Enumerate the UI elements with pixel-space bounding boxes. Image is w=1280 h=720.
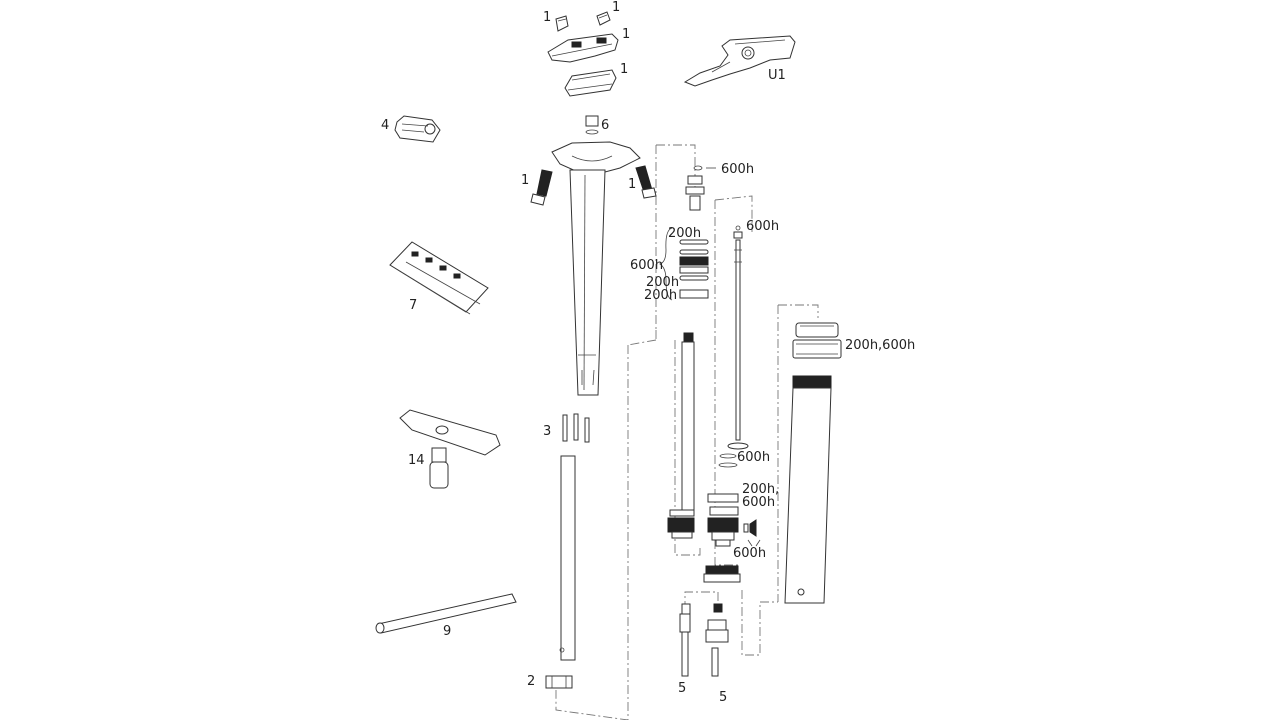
valve-parts (743, 519, 761, 547)
bottom-nut (545, 675, 573, 689)
label-head-nut: 6 (601, 118, 609, 133)
remote-lever (683, 35, 796, 87)
label-tool-kit: 7 (409, 298, 417, 313)
label-bushing: 200h, 600h (742, 482, 783, 510)
clamp-cap-right (596, 11, 611, 26)
bolt-left (530, 169, 553, 206)
cartridge-rod (727, 225, 749, 450)
piston-parts (718, 453, 738, 468)
dowel-rod (375, 593, 517, 634)
bolt-right (635, 165, 657, 199)
label-bushing-line-1: 200h, (742, 482, 779, 497)
clamp-lower (564, 69, 617, 97)
label-cartridge-top: 600h (746, 219, 779, 234)
label-valve: 600h (733, 546, 766, 561)
label-clamp-lower: 1 (620, 62, 628, 77)
label-cable-left: 5 (678, 681, 686, 696)
inner-cartridge-tube (667, 332, 695, 539)
label-seal-group: 600h (630, 258, 663, 273)
label-bolt-right: 1 (628, 177, 636, 192)
outer-tube (784, 375, 832, 604)
top-seal-parts (685, 165, 716, 211)
label-dowel-rod: 9 (443, 624, 451, 639)
clamp-upper (547, 33, 619, 63)
bottom-assembly (679, 565, 741, 677)
upper-post-tube (569, 169, 606, 396)
label-seal-2: 200h (646, 275, 679, 290)
label-bushing-line-2: 600h (742, 495, 775, 510)
assembly-guide-lines (555, 144, 819, 720)
label-collar-clamp: 4 (381, 118, 389, 133)
label-top-seal: 600h (721, 162, 754, 177)
bushing-parts (707, 493, 739, 547)
label-keys: 3 (543, 424, 551, 439)
label-seal-3: 200h (644, 288, 677, 303)
top-cap (792, 322, 842, 359)
head-nut (585, 115, 599, 135)
label-t-handle-tool: 14 (408, 453, 425, 468)
clamp-cap-left (555, 15, 569, 32)
label-top-cap: 200h,600h (845, 338, 915, 353)
t-handle-tool (399, 409, 501, 489)
tool-kit (389, 241, 489, 315)
label-bottom-nut: 2 (527, 674, 535, 689)
label-clamp-cap-right: 1 (612, 0, 620, 15)
collar-clamp (394, 115, 441, 143)
lower-post-tube (559, 455, 576, 661)
seatpost-head (551, 141, 641, 173)
label-clamp-upper: 1 (622, 27, 630, 42)
label-clamp-cap-left: 1 (543, 10, 551, 25)
label-piston: 600h (737, 450, 770, 465)
keys (562, 413, 590, 443)
label-remote-lever: U1 (768, 68, 786, 83)
label-bolt-left: 1 (521, 173, 529, 188)
seal-group (659, 227, 709, 301)
label-cable-right: 5 (719, 690, 727, 705)
label-seal-1: 200h (668, 226, 701, 241)
